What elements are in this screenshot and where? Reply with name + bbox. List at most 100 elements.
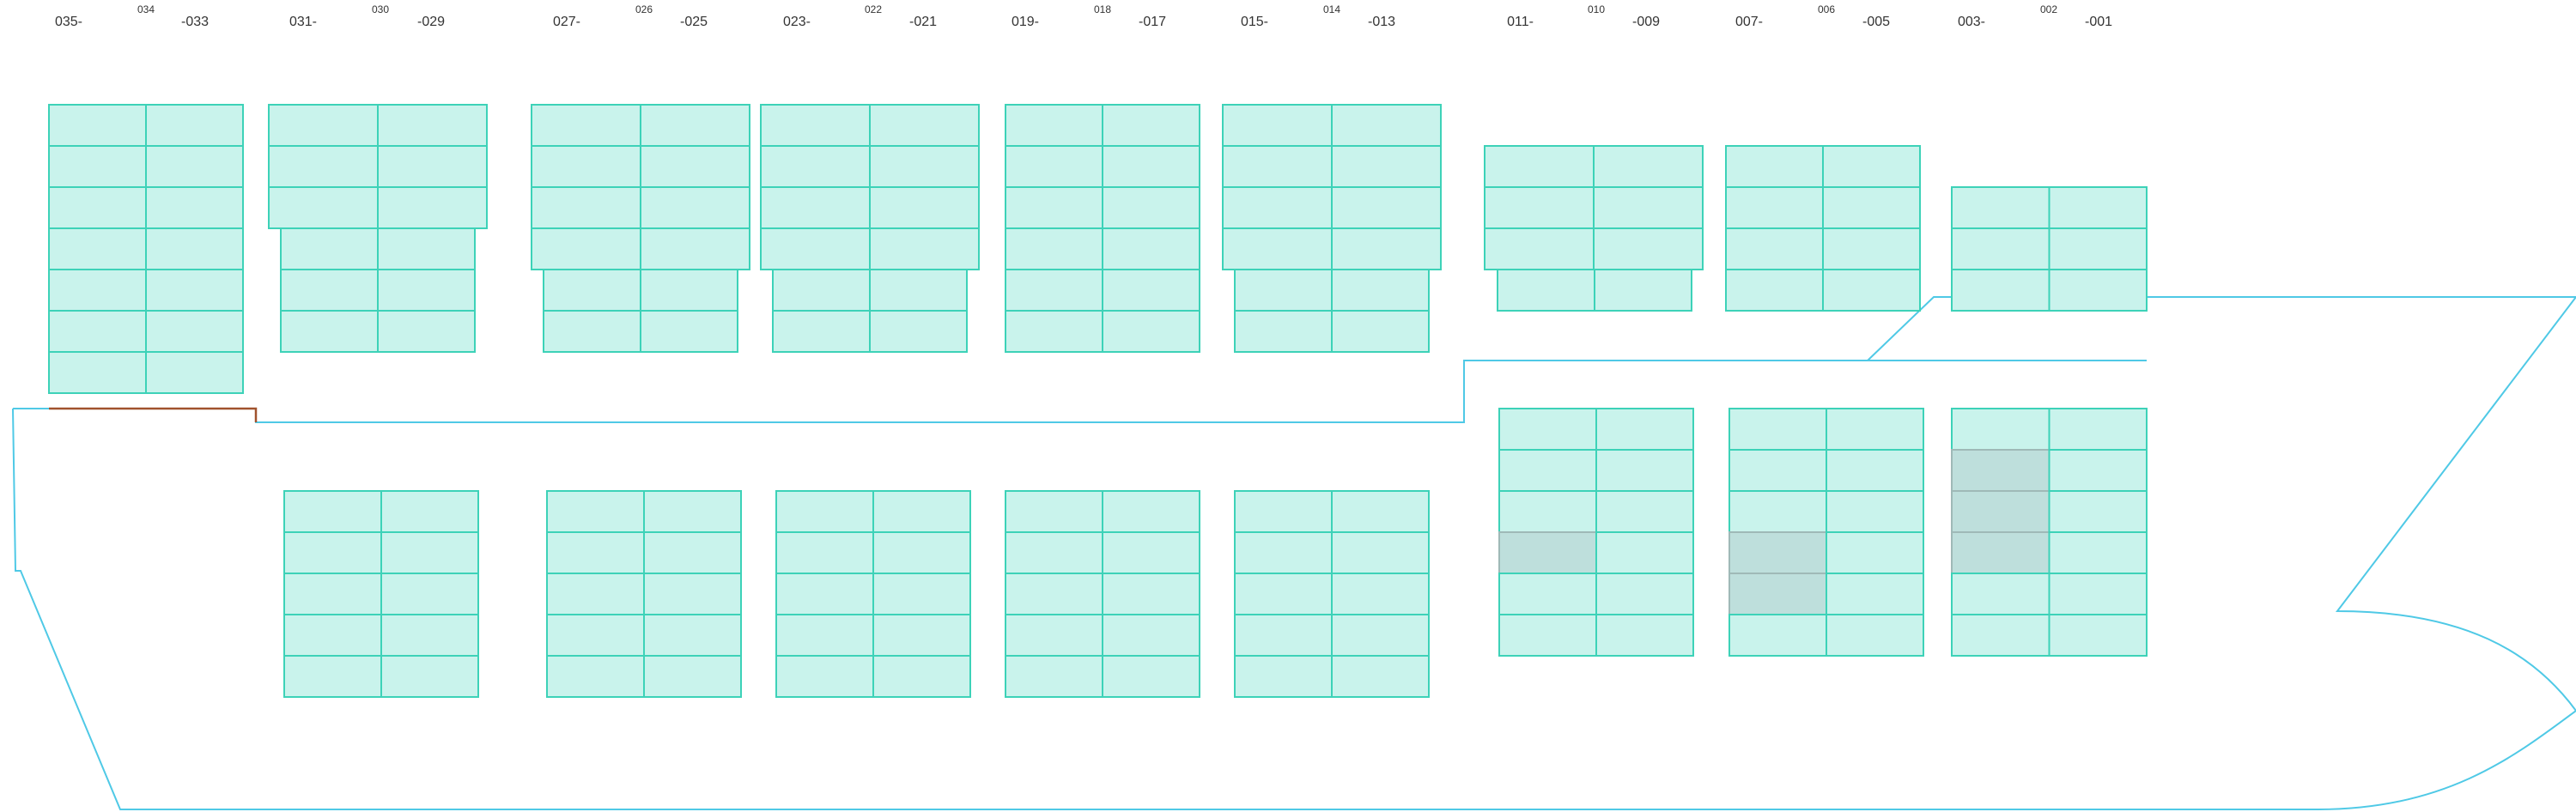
bay-023-021-hold-slot-1-0[interactable] xyxy=(775,531,874,574)
bay-031-029-deck-lower-slot-1-1[interactable] xyxy=(377,269,476,312)
bay-003-001-deck-slot-1-0[interactable] xyxy=(1951,227,2050,270)
bay-003-001-hold-slot-1-1[interactable] xyxy=(2048,449,2148,492)
bay-031-029-deck-slot-0-0[interactable] xyxy=(268,104,379,147)
bay-023-021-hold-slot-4-1[interactable] xyxy=(872,655,971,698)
bay-023-021-deck-slot-0-1[interactable] xyxy=(869,104,980,147)
bay-031-029-hold-slot-0-1[interactable] xyxy=(380,490,479,533)
bay-011-009-deck-slot-2-0[interactable] xyxy=(1484,227,1595,270)
bay-003-001-deck-slot-2-0[interactable] xyxy=(1951,269,2050,312)
bay-035-033-deck-slot-2-1[interactable] xyxy=(145,186,244,229)
bay-015-013-deck-lower-slot-1-1[interactable] xyxy=(1331,310,1430,353)
bay-027-025-deck-slot-2-1[interactable] xyxy=(640,186,750,229)
bay-011-009-deck-slot-0-0[interactable] xyxy=(1484,145,1595,188)
bay-023-021-hold-slot-0-0[interactable] xyxy=(775,490,874,533)
bay-015-013-hold-slot-3-0[interactable] xyxy=(1234,614,1333,657)
bay-015-013-hold-slot-1-1[interactable] xyxy=(1331,531,1430,574)
bay-003-001-hold-slot-0-0[interactable] xyxy=(1951,408,2050,451)
bay-023-021-deck-slot-2-0[interactable] xyxy=(760,186,871,229)
bay-035-033-deck-slot-6-0[interactable] xyxy=(48,351,147,394)
bay-019-017-deck-slot-3-0[interactable] xyxy=(1005,227,1103,270)
bay-027-025-hold-slot-3-1[interactable] xyxy=(643,614,742,657)
bay-019-017-hold-slot-0-0[interactable] xyxy=(1005,490,1103,533)
bay-007-005-deck-slot-0-1[interactable] xyxy=(1822,145,1921,188)
bay-007-005-hold-slot-0-0[interactable] xyxy=(1728,408,1827,451)
bay-035-033-deck-slot-4-0[interactable] xyxy=(48,269,147,312)
bay-019-017-deck-slot-0-0[interactable] xyxy=(1005,104,1103,147)
bay-015-013-hold-slot-0-1[interactable] xyxy=(1331,490,1430,533)
bay-027-025-hold-slot-0-0[interactable] xyxy=(546,490,645,533)
bay-003-001-hold-slot-5-0[interactable] xyxy=(1951,614,2050,657)
bay-007-005-deck-slot-1-1[interactable] xyxy=(1822,186,1921,229)
bay-011-009-deck-slot-1-0[interactable] xyxy=(1484,186,1595,229)
bay-019-017-hold-slot-2-1[interactable] xyxy=(1102,573,1200,615)
bay-027-025-hold-slot-4-0[interactable] xyxy=(546,655,645,698)
bay-011-009-deck-lower-slot-0-1[interactable] xyxy=(1594,269,1692,312)
bay-035-033-deck-slot-1-1[interactable] xyxy=(145,145,244,188)
bay-003-001-deck-slot-2-1[interactable] xyxy=(2048,269,2148,312)
bay-015-013-deck-slot-3-0[interactable] xyxy=(1222,227,1333,270)
bay-023-021-deck-slot-1-1[interactable] xyxy=(869,145,980,188)
bay-035-033-deck-slot-6-1[interactable] xyxy=(145,351,244,394)
bay-027-025-deck-lower-slot-0-1[interactable] xyxy=(640,269,738,312)
bay-027-025-hold-slot-2-0[interactable] xyxy=(546,573,645,615)
bay-023-021-hold-slot-1-1[interactable] xyxy=(872,531,971,574)
bay-015-013-deck-slot-1-1[interactable] xyxy=(1331,145,1442,188)
bay-019-017-deck-slot-5-0[interactable] xyxy=(1005,310,1103,353)
bay-007-005-deck-slot-1-0[interactable] xyxy=(1725,186,1824,229)
bay-015-013-deck-lower-slot-0-0[interactable] xyxy=(1234,269,1333,312)
bay-015-013-hold-slot-3-1[interactable] xyxy=(1331,614,1430,657)
bay-011-009-hold-slot-3-0-occupied[interactable] xyxy=(1498,531,1597,574)
bay-023-021-deck-lower-slot-0-1[interactable] xyxy=(869,269,968,312)
bay-027-025-deck-lower-slot-0-0[interactable] xyxy=(543,269,641,312)
bay-023-021-deck-slot-3-0[interactable] xyxy=(760,227,871,270)
bay-015-013-hold-slot-4-1[interactable] xyxy=(1331,655,1430,698)
bay-003-001-hold-slot-4-1[interactable] xyxy=(2048,573,2148,615)
bay-007-005-deck-slot-3-1[interactable] xyxy=(1822,269,1921,312)
bay-019-017-deck-slot-3-1[interactable] xyxy=(1102,227,1200,270)
bay-031-029-hold-slot-1-1[interactable] xyxy=(380,531,479,574)
bay-019-017-hold-slot-4-0[interactable] xyxy=(1005,655,1103,698)
bay-031-029-hold-slot-2-0[interactable] xyxy=(283,573,382,615)
bay-003-001-hold-slot-2-1[interactable] xyxy=(2048,490,2148,533)
bay-011-009-hold-slot-0-1[interactable] xyxy=(1595,408,1694,451)
bay-031-029-deck-slot-2-0[interactable] xyxy=(268,186,379,229)
bay-015-013-deck-slot-0-1[interactable] xyxy=(1331,104,1442,147)
bay-027-025-deck-slot-0-0[interactable] xyxy=(531,104,641,147)
bay-027-025-deck-slot-1-1[interactable] xyxy=(640,145,750,188)
bay-019-017-deck-slot-1-0[interactable] xyxy=(1005,145,1103,188)
bay-015-013-deck-lower-slot-1-0[interactable] xyxy=(1234,310,1333,353)
bay-031-029-hold-slot-1-0[interactable] xyxy=(283,531,382,574)
bay-011-009-hold-slot-2-1[interactable] xyxy=(1595,490,1694,533)
bay-031-029-hold-slot-4-0[interactable] xyxy=(283,655,382,698)
bay-011-009-hold-slot-4-1[interactable] xyxy=(1595,573,1694,615)
bay-015-013-deck-slot-3-1[interactable] xyxy=(1331,227,1442,270)
bay-031-029-deck-lower-slot-2-0[interactable] xyxy=(280,310,379,353)
bay-015-013-hold-slot-0-0[interactable] xyxy=(1234,490,1333,533)
bay-031-029-deck-lower-slot-2-1[interactable] xyxy=(377,310,476,353)
bay-027-025-deck-slot-2-0[interactable] xyxy=(531,186,641,229)
bay-023-021-deck-lower-slot-1-1[interactable] xyxy=(869,310,968,353)
bay-031-029-hold-slot-3-1[interactable] xyxy=(380,614,479,657)
bay-031-029-deck-slot-0-1[interactable] xyxy=(377,104,488,147)
bay-019-017-hold-slot-1-0[interactable] xyxy=(1005,531,1103,574)
bay-027-025-hold-slot-3-0[interactable] xyxy=(546,614,645,657)
bay-003-001-hold-slot-2-0-occupied[interactable] xyxy=(1951,490,2050,533)
bay-023-021-deck-slot-3-1[interactable] xyxy=(869,227,980,270)
bay-027-025-deck-lower-slot-1-0[interactable] xyxy=(543,310,641,353)
bay-023-021-deck-slot-1-0[interactable] xyxy=(760,145,871,188)
bay-031-029-deck-slot-1-0[interactable] xyxy=(268,145,379,188)
bay-011-009-deck-slot-1-1[interactable] xyxy=(1593,186,1704,229)
bay-031-029-deck-lower-slot-0-0[interactable] xyxy=(280,227,379,270)
bay-019-017-hold-slot-3-1[interactable] xyxy=(1102,614,1200,657)
bay-003-001-deck-slot-1-1[interactable] xyxy=(2048,227,2148,270)
bay-003-001-hold-slot-1-0-occupied[interactable] xyxy=(1951,449,2050,492)
bay-011-009-hold-slot-1-0[interactable] xyxy=(1498,449,1597,492)
bay-019-017-hold-slot-1-1[interactable] xyxy=(1102,531,1200,574)
bay-027-025-hold-slot-0-1[interactable] xyxy=(643,490,742,533)
bay-027-025-deck-slot-0-1[interactable] xyxy=(640,104,750,147)
bay-015-013-hold-slot-2-1[interactable] xyxy=(1331,573,1430,615)
bay-023-021-hold-slot-2-1[interactable] xyxy=(872,573,971,615)
bay-007-005-hold-slot-1-0[interactable] xyxy=(1728,449,1827,492)
bay-007-005-deck-slot-2-0[interactable] xyxy=(1725,227,1824,270)
bay-031-029-deck-lower-slot-0-1[interactable] xyxy=(377,227,476,270)
